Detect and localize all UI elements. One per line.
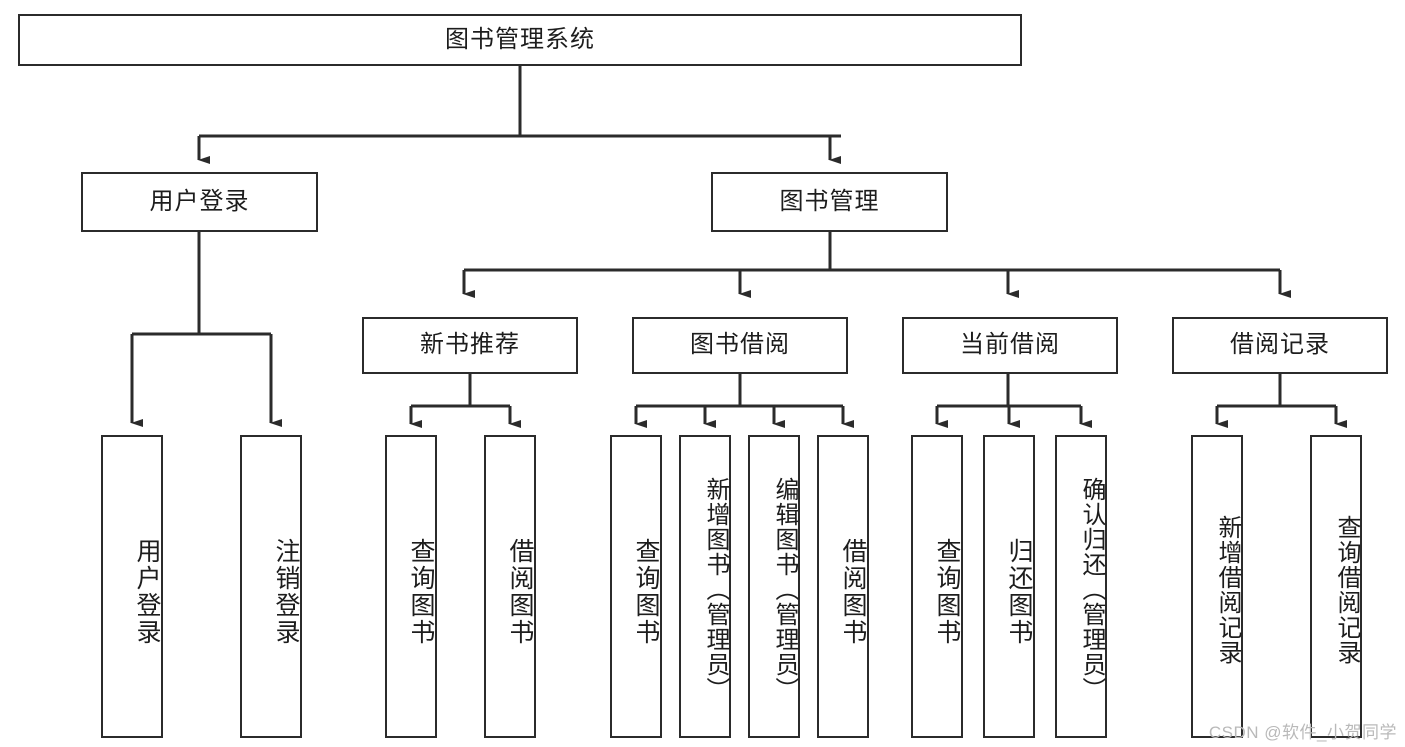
- node-leaf-borrow-book[interactable]: 借阅图书: [817, 435, 869, 738]
- node-leaf-borrow-book-rec-label: 借阅图书: [506, 537, 534, 646]
- node-leaf-user-logout[interactable]: 注销登录: [240, 435, 302, 738]
- node-leaf-user-login[interactable]: 用户登录: [101, 435, 163, 738]
- node-book-manage-label: 图书管理: [779, 187, 880, 215]
- node-borrow-record[interactable]: 借阅记录: [1172, 317, 1388, 374]
- node-leaf-return-book-label: 归还图书: [1005, 537, 1033, 646]
- node-leaf-user-login-label: 用户登录: [133, 537, 161, 646]
- node-current-borrow[interactable]: 当前借阅: [902, 317, 1118, 374]
- node-leaf-user-logout-label: 注销登录: [272, 537, 300, 646]
- node-leaf-edit-book-admin[interactable]: 编辑图书（管理员）: [748, 435, 800, 738]
- node-new-book-rec-label: 新书推荐: [420, 331, 520, 359]
- node-leaf-query-borrow-record-label: 查询借阅记录: [1333, 514, 1360, 665]
- node-leaf-add-book-admin-label: 新增图书（管理员）: [702, 477, 729, 702]
- node-leaf-add-borrow-record[interactable]: 新增借阅记录: [1191, 435, 1243, 738]
- node-leaf-query-book-borrow-label: 查询图书: [632, 537, 660, 646]
- node-leaf-confirm-return-admin-label: 确认归还（管理员）: [1078, 477, 1105, 702]
- node-borrow-record-label: 借阅记录: [1230, 331, 1330, 359]
- node-leaf-add-borrow-record-label: 新增借阅记录: [1214, 514, 1241, 665]
- node-leaf-edit-book-admin-label: 编辑图书（管理员）: [771, 477, 798, 702]
- node-book-manage[interactable]: 图书管理: [711, 172, 948, 232]
- node-leaf-query-book-rec-label: 查询图书: [407, 537, 435, 646]
- node-leaf-query-book-rec[interactable]: 查询图书: [385, 435, 437, 738]
- node-leaf-borrow-book-rec[interactable]: 借阅图书: [484, 435, 536, 738]
- node-book-borrow[interactable]: 图书借阅: [632, 317, 848, 374]
- node-book-borrow-label: 图书借阅: [690, 331, 790, 359]
- node-leaf-borrow-book-label: 借阅图书: [839, 537, 867, 646]
- node-current-borrow-label: 当前借阅: [960, 331, 1060, 359]
- node-leaf-return-book[interactable]: 归还图书: [983, 435, 1035, 738]
- node-leaf-query-borrow-record[interactable]: 查询借阅记录: [1310, 435, 1362, 738]
- node-leaf-query-book-borrow[interactable]: 查询图书: [610, 435, 662, 738]
- node-user-login-label: 用户登录: [149, 187, 250, 215]
- csdn-watermark: CSDN @软件_小贺同学: [1208, 723, 1397, 742]
- node-leaf-query-book-current-label: 查询图书: [933, 537, 961, 646]
- node-new-book-rec[interactable]: 新书推荐: [362, 317, 578, 374]
- node-leaf-add-book-admin[interactable]: 新增图书（管理员）: [679, 435, 731, 738]
- node-user-login[interactable]: 用户登录: [81, 172, 318, 232]
- node-root[interactable]: 图书管理系统: [18, 14, 1022, 66]
- node-leaf-confirm-return-admin[interactable]: 确认归还（管理员）: [1055, 435, 1107, 738]
- node-leaf-query-book-current[interactable]: 查询图书: [911, 435, 963, 738]
- node-root-label: 图书管理系统: [445, 25, 595, 53]
